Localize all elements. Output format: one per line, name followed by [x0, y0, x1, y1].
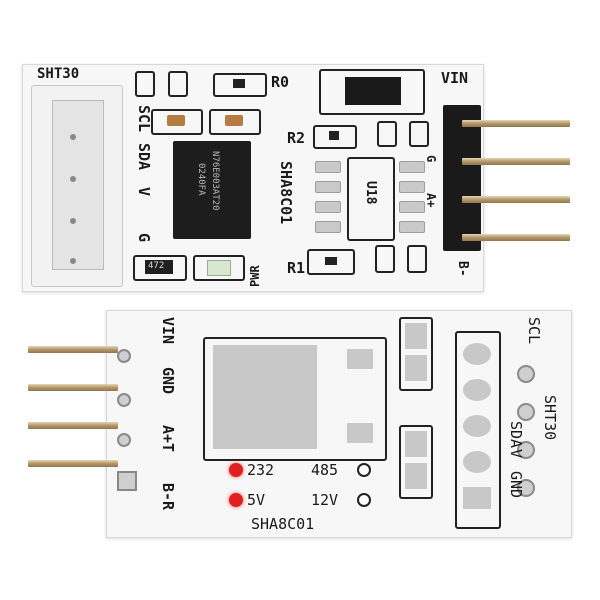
header-label-g: G [424, 155, 438, 163]
header-pin [28, 422, 118, 429]
right-label-gnd: GND [507, 471, 525, 499]
left-label-br: B-R [159, 483, 177, 511]
smd-part [377, 121, 397, 147]
option-5v: 5V [247, 491, 266, 509]
left-label-at: A+T [159, 425, 177, 453]
connector-label: SHT30 [37, 66, 80, 82]
smd-pad [399, 201, 425, 213]
pin-label-g: G [135, 233, 153, 243]
right-title: SHT30 [541, 395, 559, 441]
sht30-connector [31, 85, 123, 287]
via [517, 403, 535, 421]
header-label-a: A+ [424, 193, 438, 208]
smd-pad [315, 181, 341, 193]
chip-text-1: N76E003AT20 [210, 151, 220, 211]
via [517, 441, 535, 459]
header-label-b: B- [455, 261, 470, 277]
smd-part [375, 245, 395, 273]
option-12v: 12V [311, 491, 339, 509]
jumper-pad [399, 317, 433, 391]
shield-outline [203, 337, 387, 461]
square-pad [117, 471, 137, 491]
smd-part [409, 121, 429, 147]
smd-pad [399, 221, 425, 233]
left-label-gnd: GND [159, 367, 177, 395]
capacitor [151, 109, 203, 135]
u18-outline [347, 157, 395, 241]
capacitor [209, 109, 261, 135]
via [517, 479, 535, 497]
right-label-v: V [507, 449, 525, 459]
sht30-footprint [455, 331, 501, 529]
u18-label: U18 [363, 181, 378, 205]
smd-pad [399, 181, 425, 193]
pin-label-sda: SDA [135, 143, 153, 171]
via [117, 433, 131, 447]
ref-r0: R0 [271, 73, 290, 91]
board-name-top: SHA8C01 [277, 161, 295, 225]
option-232: 232 [247, 461, 275, 479]
option-485: 485 [311, 461, 339, 479]
led-232 [229, 463, 243, 477]
via [117, 393, 131, 407]
left-label-vin: VIN [159, 317, 177, 345]
resistor-code: 472 [148, 261, 165, 271]
ref-r1: R1 [287, 259, 306, 277]
resistor-r1 [307, 249, 355, 275]
pin-header [443, 105, 481, 251]
bottom-board: VIN GND A+T B-R 232 485 5V 12V SHA8C01 S… [106, 310, 572, 538]
regulator [319, 69, 425, 115]
ring-12v [357, 493, 371, 507]
smd-part [407, 245, 427, 273]
jumper-pad [399, 425, 433, 499]
chip-text-2: 0240FA [196, 163, 206, 196]
smd-part [135, 71, 155, 97]
header-pin [462, 120, 570, 127]
right-label-scl: SCL [525, 317, 543, 345]
right-label-sda: SDA [507, 421, 525, 449]
via [117, 349, 131, 363]
header-pin [462, 196, 570, 203]
pin-label-scl: SCL [135, 105, 153, 133]
top-board: SHT30 SCL SDA V G R0 N76E003AT20 0240FA … [22, 64, 484, 292]
smd-pad [315, 201, 341, 213]
header-pin [28, 384, 118, 391]
smd-pad [399, 161, 425, 173]
header-pin [462, 158, 570, 165]
ring-485 [357, 463, 371, 477]
header-pin [28, 460, 118, 467]
resistor-r0 [213, 73, 267, 97]
pwr-led [193, 255, 245, 281]
via [517, 365, 535, 383]
pwr-label: PWR [248, 265, 262, 287]
mcu-chip: N76E003AT20 0240FA [173, 141, 251, 239]
resistor-472: 472 [133, 255, 187, 281]
pin-label-v: V [135, 187, 153, 197]
header-label-vin: VIN [441, 69, 469, 87]
smd-pad [315, 221, 341, 233]
board-name-bottom: SHA8C01 [251, 515, 315, 533]
header-pin [462, 234, 570, 241]
resistor-r2 [313, 125, 357, 149]
ref-r2: R2 [287, 129, 306, 147]
smd-pad [315, 161, 341, 173]
led-5v [229, 493, 243, 507]
smd-part [168, 71, 188, 97]
header-pin [28, 346, 118, 353]
